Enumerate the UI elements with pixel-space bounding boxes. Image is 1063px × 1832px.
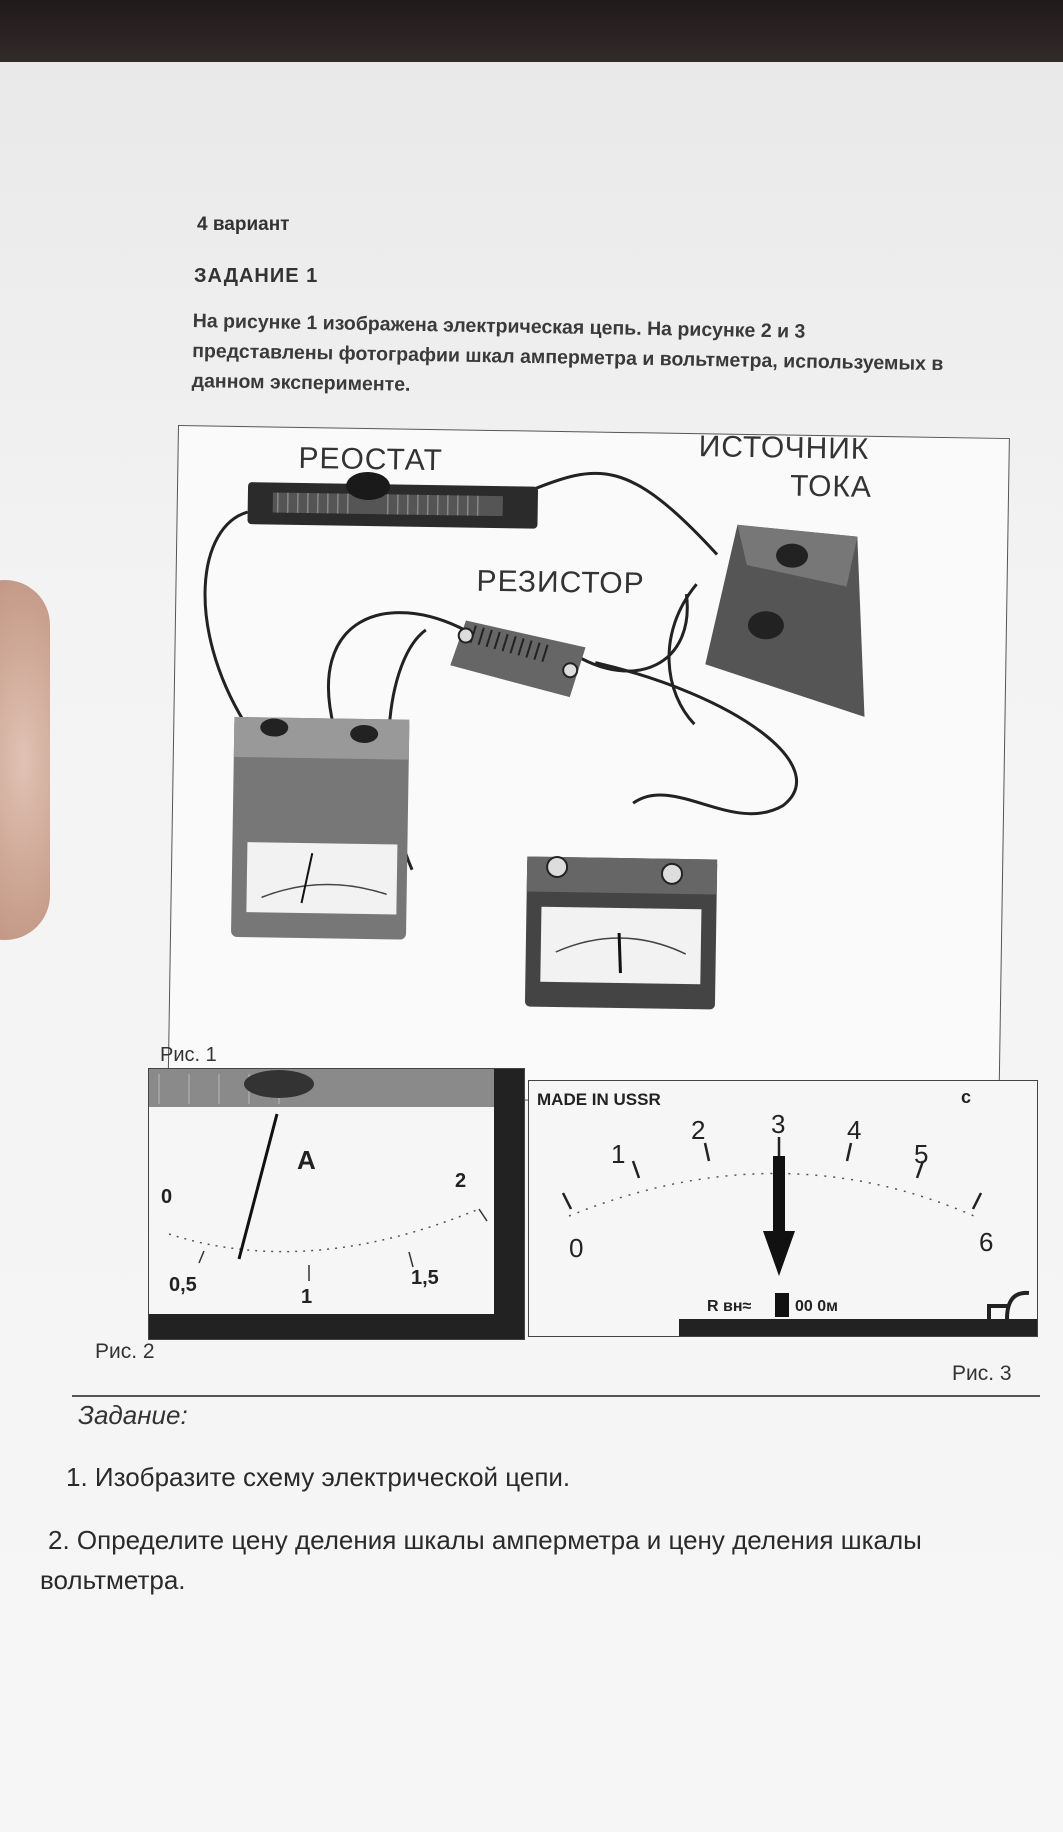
- task-title: ЗАДАНИЕ 1: [194, 265, 319, 287]
- assignment-heading: Задание:: [78, 1400, 188, 1430]
- divider-line: [72, 1395, 1040, 1397]
- assignment-item-2-line-1: 2. Определите цену деления шкалы амперме…: [48, 1525, 922, 1555]
- label-source-line2: ТОКА: [790, 470, 872, 504]
- voltmeter-device: [524, 856, 718, 1010]
- voltmeter-tick-6: 6: [979, 1227, 993, 1257]
- wire-source-lower: [667, 583, 698, 726]
- made-in-label: MADE IN USSR: [537, 1090, 661, 1109]
- voltmeter-scale: MADE IN USSR с 0 1 2 3 4 5 6 R вн≈ 00 0м: [537, 1087, 1037, 1336]
- ammeter-device: [231, 716, 410, 940]
- resistor: [450, 620, 586, 698]
- figure-2-frame: A 0 0,5 1 1,5 2: [148, 1068, 525, 1340]
- assignment-item-2-line-2: вольтметра.: [40, 1565, 186, 1595]
- ammeter-tick-1: 1: [301, 1286, 312, 1308]
- assignment-item-2: 2. Определите цену деления шкалы амперме…: [40, 1520, 922, 1600]
- circuit-photo: РЕОСТАТ ИСТОЧНИК ТОКА РЕЗИСТОР: [203, 430, 872, 1010]
- ammeter-tick-1-5: 1,5: [411, 1267, 439, 1289]
- finger: [0, 580, 50, 940]
- ammeter-unit: A: [297, 1145, 316, 1175]
- corner-mark: с: [961, 1087, 971, 1107]
- voltmeter-needle: [763, 1156, 795, 1276]
- figure-1-frame: РЕОСТАТ ИСТОЧНИК ТОКА РЕЗИСТОР: [167, 425, 1010, 1108]
- variant-label: 4 вариант: [197, 214, 290, 235]
- label-resistor: РЕЗИСТОР: [476, 565, 645, 601]
- figure-3-frame: MADE IN USSR с 0 1 2 3 4 5 6 R вн≈ 00 0м: [528, 1080, 1038, 1337]
- figure-3-caption: Рис. 3: [952, 1362, 1012, 1385]
- voltmeter-tick-4: 4: [847, 1115, 861, 1145]
- ammeter-tick-2: 2: [455, 1170, 466, 1192]
- wire-resistor-source: [569, 593, 689, 673]
- figure-1-caption: Рис. 1: [160, 1044, 217, 1066]
- ammeter-scale: A 0 0,5 1 1,5 2: [149, 1069, 524, 1339]
- intro-paragraph: На рисунке 1 изображена электрическая це…: [191, 306, 944, 409]
- voltmeter-tick-2: 2: [691, 1115, 705, 1145]
- wire-rheostat-ammeter: [203, 510, 249, 723]
- voltmeter-tick-1: 1: [611, 1139, 625, 1169]
- ammeter-tick-0: 0: [161, 1186, 172, 1208]
- wire-rheostat-source: [527, 471, 719, 556]
- label-source-line1: ИСТОЧНИК: [698, 430, 869, 466]
- rheostat: [247, 471, 539, 529]
- voltmeter-tick-0: 0: [569, 1233, 583, 1263]
- power-source: [705, 524, 865, 717]
- ammeter-needle: [237, 1113, 279, 1260]
- label-rheostat: РЕОСТАТ: [298, 442, 443, 477]
- wire-voltmeter-return: [594, 661, 798, 816]
- assignment-item-1: 1. Изобразите схему электрической цепи.: [66, 1462, 571, 1492]
- resistance-value: 00 0м: [795, 1298, 838, 1315]
- voltmeter-tick-3: 3: [771, 1109, 785, 1139]
- voltmeter-tick-5: 5: [914, 1139, 928, 1169]
- ammeter-tick-0-5: 0,5: [169, 1274, 197, 1296]
- wire-ammeter-resistor: [327, 611, 467, 729]
- figure-2-caption: Рис. 2: [95, 1340, 155, 1363]
- resistance-label: R вн≈: [707, 1298, 752, 1315]
